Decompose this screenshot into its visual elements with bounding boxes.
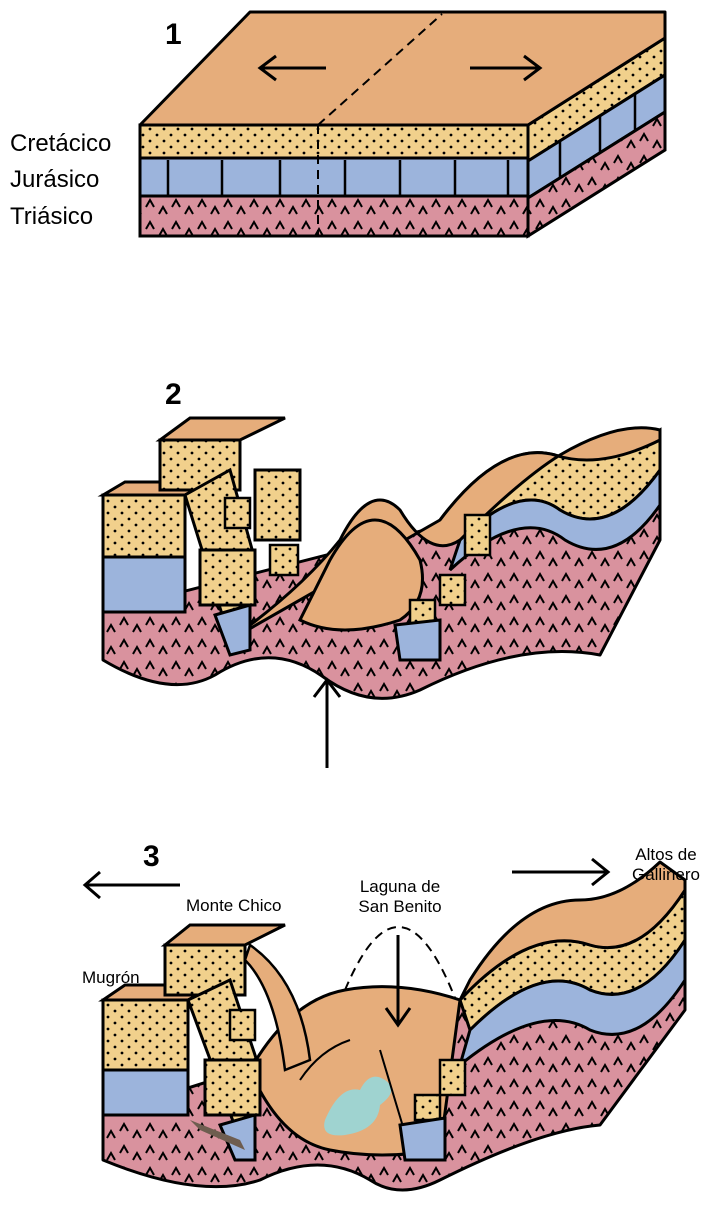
place-label-laguna: Laguna de San Benito bbox=[340, 877, 460, 917]
place-label-altos: Altos de Gallinero bbox=[616, 845, 715, 885]
triassic-front bbox=[140, 196, 528, 236]
layer-label-cretaceous: Cretácico bbox=[10, 130, 111, 158]
cretaceous-front bbox=[140, 125, 528, 161]
laguna-line-2: San Benito bbox=[340, 897, 460, 917]
jurassic-front bbox=[140, 158, 528, 198]
layer-label-triassic: Triásico bbox=[10, 203, 93, 231]
panel-1-number: 1 bbox=[165, 18, 182, 52]
layer-label-jurassic: Jurásico bbox=[10, 166, 99, 194]
place-label-mugron: Mugrón bbox=[82, 968, 140, 988]
panel-2-number: 2 bbox=[165, 378, 182, 412]
extension-arrow-left-3-icon bbox=[85, 872, 180, 898]
laguna-pointer-arrow-icon bbox=[386, 935, 410, 1025]
panel-2-block bbox=[103, 418, 660, 768]
altos-line-2: Gallinero bbox=[616, 865, 715, 885]
laguna-line-1: Laguna de bbox=[340, 877, 460, 897]
panel-3-number: 3 bbox=[143, 840, 160, 874]
extension-arrow-right-3-icon bbox=[512, 859, 608, 885]
panel-1-block bbox=[140, 12, 665, 236]
altos-line-1: Altos de bbox=[616, 845, 715, 865]
place-label-monte-chico: Monte Chico bbox=[186, 896, 281, 916]
uplift-arrow-icon bbox=[314, 680, 340, 768]
